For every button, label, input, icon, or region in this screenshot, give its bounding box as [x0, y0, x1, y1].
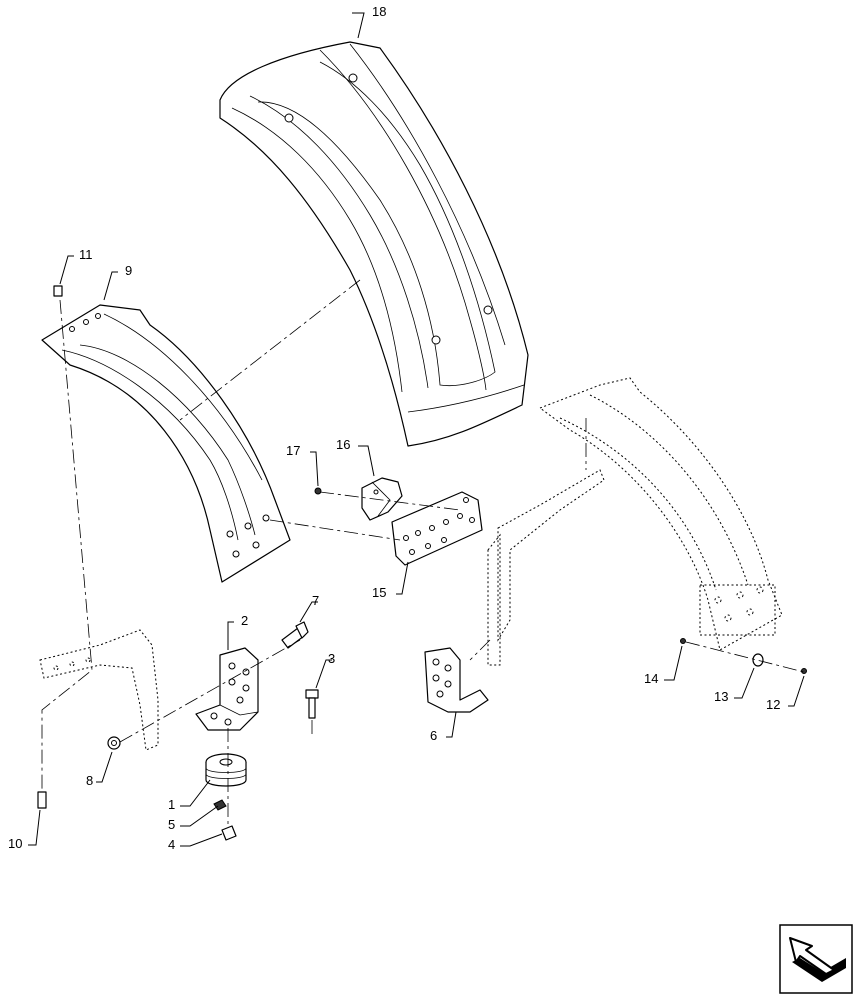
callout-7: 7: [312, 593, 319, 608]
bolt-14: [680, 638, 686, 644]
callout-9: 9: [125, 263, 132, 278]
callout-4: 4: [168, 837, 175, 852]
bolt-10: [37, 791, 47, 809]
callout-15: 15: [372, 585, 386, 600]
callout-8: 8: [86, 773, 93, 788]
callout-13: 13: [714, 689, 728, 704]
callout-3: 3: [328, 651, 335, 666]
washer-5: [213, 799, 227, 811]
callout-18: 18: [372, 4, 386, 19]
callout-14: 14: [644, 671, 658, 686]
callout-1: 1: [168, 797, 175, 812]
bolt-7: [281, 621, 309, 649]
bolt-11: [53, 285, 63, 297]
rubber-mount-1: [205, 753, 247, 787]
callout-2: 2: [241, 613, 248, 628]
mounting-plate: [391, 491, 483, 566]
ghost-assembly-right: [487, 377, 783, 666]
bolt-3: [305, 689, 319, 719]
fender-bracket-arm: [41, 304, 291, 583]
callout-labels: 18 11 9 17 16 15 7 2 3 6 8 1 5 4 10 14 1…: [8, 4, 780, 852]
angle-bracket-6: [424, 647, 489, 713]
ghost-support-left: [39, 629, 159, 751]
callout-5: 5: [168, 817, 175, 832]
clip-bracket: [361, 477, 403, 521]
leader-lines: [28, 12, 805, 847]
bushing-8: [107, 736, 121, 750]
angle-bracket-2: [195, 647, 259, 731]
callout-16: 16: [336, 437, 350, 452]
washer-13: [752, 653, 764, 667]
nut-17: [314, 487, 322, 495]
callout-10: 10: [8, 836, 22, 851]
assembly-lines: [41, 279, 805, 828]
fender-shell: [219, 41, 529, 447]
callout-12: 12: [766, 697, 780, 712]
nut-4: [221, 825, 237, 841]
callout-11: 11: [79, 247, 93, 262]
view-orientation-icon: [779, 924, 853, 994]
callout-17: 17: [286, 443, 300, 458]
callout-6: 6: [430, 728, 437, 743]
bolt-12: [801, 668, 807, 674]
